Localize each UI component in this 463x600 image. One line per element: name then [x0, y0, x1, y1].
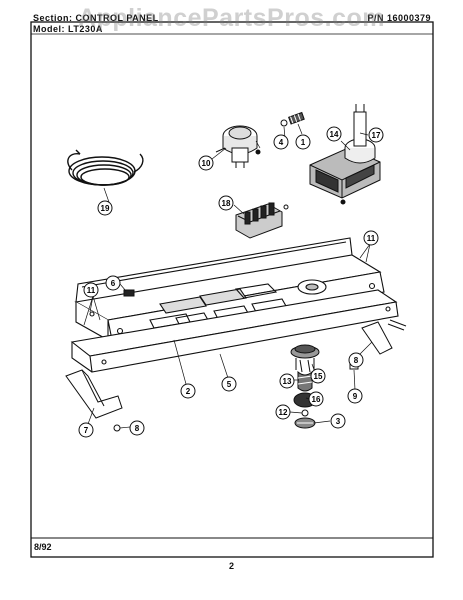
- callout-16: 16: [308, 391, 324, 407]
- callout-4-label: 4: [279, 138, 284, 147]
- page-number: 2: [228, 561, 234, 571]
- callout-8b-label: 8: [354, 356, 359, 365]
- callout-17: 17: [368, 127, 384, 143]
- callout-18-label: 18: [222, 199, 231, 208]
- callout-8b: 8: [348, 352, 364, 368]
- callout-11a: 11: [83, 282, 99, 298]
- part-wire-harness: [67, 149, 144, 186]
- callout-6: 6: [105, 275, 121, 291]
- revision-date: 8/92: [34, 542, 52, 552]
- callout-6-label: 6: [111, 279, 116, 288]
- callout-11a-label: 11: [87, 286, 96, 295]
- callout-15-label: 15: [314, 372, 323, 381]
- part-timer-block: [309, 104, 381, 205]
- part-terminal-block: [235, 202, 289, 239]
- callout-10-label: 10: [202, 159, 211, 168]
- callout-15: 15: [310, 368, 326, 384]
- callout-14: 14: [326, 126, 342, 142]
- callout-3: 3: [330, 413, 346, 429]
- callout-2: 2: [180, 383, 196, 399]
- part-left-bracket: [65, 369, 123, 432]
- callout-10: 10: [198, 155, 214, 171]
- callout-17-label: 17: [372, 131, 381, 140]
- page-border: [30, 21, 434, 558]
- callout-19: 19: [97, 200, 113, 216]
- part-clip: [123, 289, 135, 297]
- callout-7-label: 7: [84, 426, 89, 435]
- callout-9: 9: [347, 388, 363, 404]
- part-lower-rail: [70, 289, 399, 373]
- callout-5-label: 5: [227, 380, 232, 389]
- callout-18: 18: [218, 195, 234, 211]
- callout-4: 4: [273, 134, 289, 150]
- callout-1: 1: [295, 134, 311, 150]
- callout-7: 7: [78, 422, 94, 438]
- part-small-hardware: [280, 111, 305, 127]
- section-label: Section: CONTROL PANEL: [33, 13, 159, 23]
- part-number: P/N 16000379: [367, 13, 431, 23]
- watermark: AppliancePartsPros.com: [78, 4, 385, 32]
- callout-2-label: 2: [186, 387, 191, 396]
- part-timer-motor: [215, 125, 261, 168]
- callout-5: 5: [221, 376, 237, 392]
- callout-16-label: 16: [312, 395, 321, 404]
- callouts: 1 2 3 4 5 6 7 8 8 9 10 11 11 12 13 14 15…: [78, 126, 384, 438]
- callout-11b-label: 11: [367, 234, 376, 243]
- callout-13: 13: [279, 373, 295, 389]
- model-label: Model: LT230A: [33, 24, 103, 34]
- part-knob-stack: [290, 344, 320, 429]
- callout-13-label: 13: [283, 377, 292, 386]
- callout-1-label: 1: [301, 138, 306, 147]
- callout-12-label: 12: [279, 408, 288, 417]
- callout-8a-label: 8: [135, 424, 140, 433]
- part-console-panel: [74, 237, 385, 341]
- callout-19-label: 19: [101, 204, 110, 213]
- callout-12: 12: [275, 404, 291, 420]
- callout-14-label: 14: [330, 130, 339, 139]
- callout-11b: 11: [363, 230, 379, 246]
- callout-8a: 8: [129, 420, 145, 436]
- callout-3-label: 3: [336, 417, 341, 426]
- callout-9-label: 9: [353, 392, 358, 401]
